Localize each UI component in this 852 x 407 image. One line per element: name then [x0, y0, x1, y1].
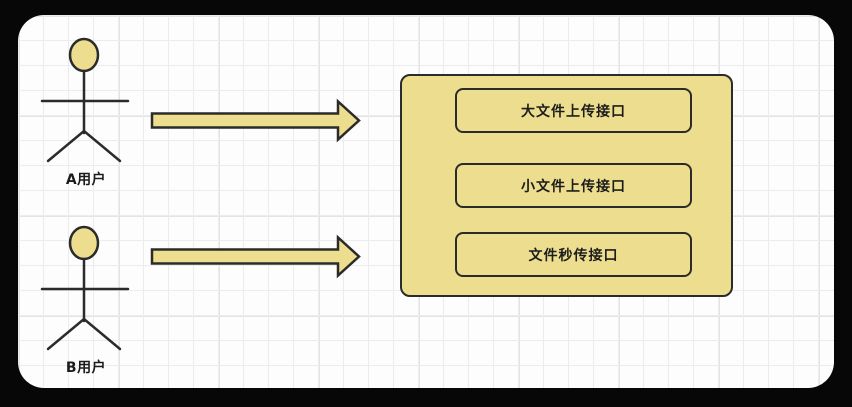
interface-box-large-file-upload[interactable]: 大文件上传接口: [455, 88, 692, 133]
actor-a-label[interactable]: A用户: [65, 172, 107, 188]
actor-a-legs: [46, 129, 122, 163]
interface-box-label: 小文件上传接口: [521, 178, 626, 195]
arrow-from-actor-b[interactable]: [150, 234, 361, 279]
arrow-a-shape: [150, 98, 361, 143]
interface-box-instant-transfer[interactable]: 文件秒传接口: [455, 232, 692, 277]
interface-box-small-file-upload[interactable]: 小文件上传接口: [455, 163, 692, 208]
interface-group-box[interactable]: 大文件上传接口 小文件上传接口 文件秒传接口: [400, 74, 733, 297]
actor-a-head: [68, 37, 100, 73]
actor-b-legs: [46, 317, 122, 351]
actor-b-label[interactable]: B用户: [65, 360, 107, 376]
actor-a-figure[interactable]: [40, 37, 130, 163]
arrow-from-actor-a[interactable]: [150, 98, 361, 143]
actor-b-head: [68, 225, 100, 261]
arrow-b-shape: [150, 234, 361, 279]
interface-box-label: 文件秒传接口: [528, 247, 619, 264]
actor-b-figure[interactable]: [40, 225, 130, 351]
interface-box-label: 大文件上传接口: [521, 103, 626, 120]
